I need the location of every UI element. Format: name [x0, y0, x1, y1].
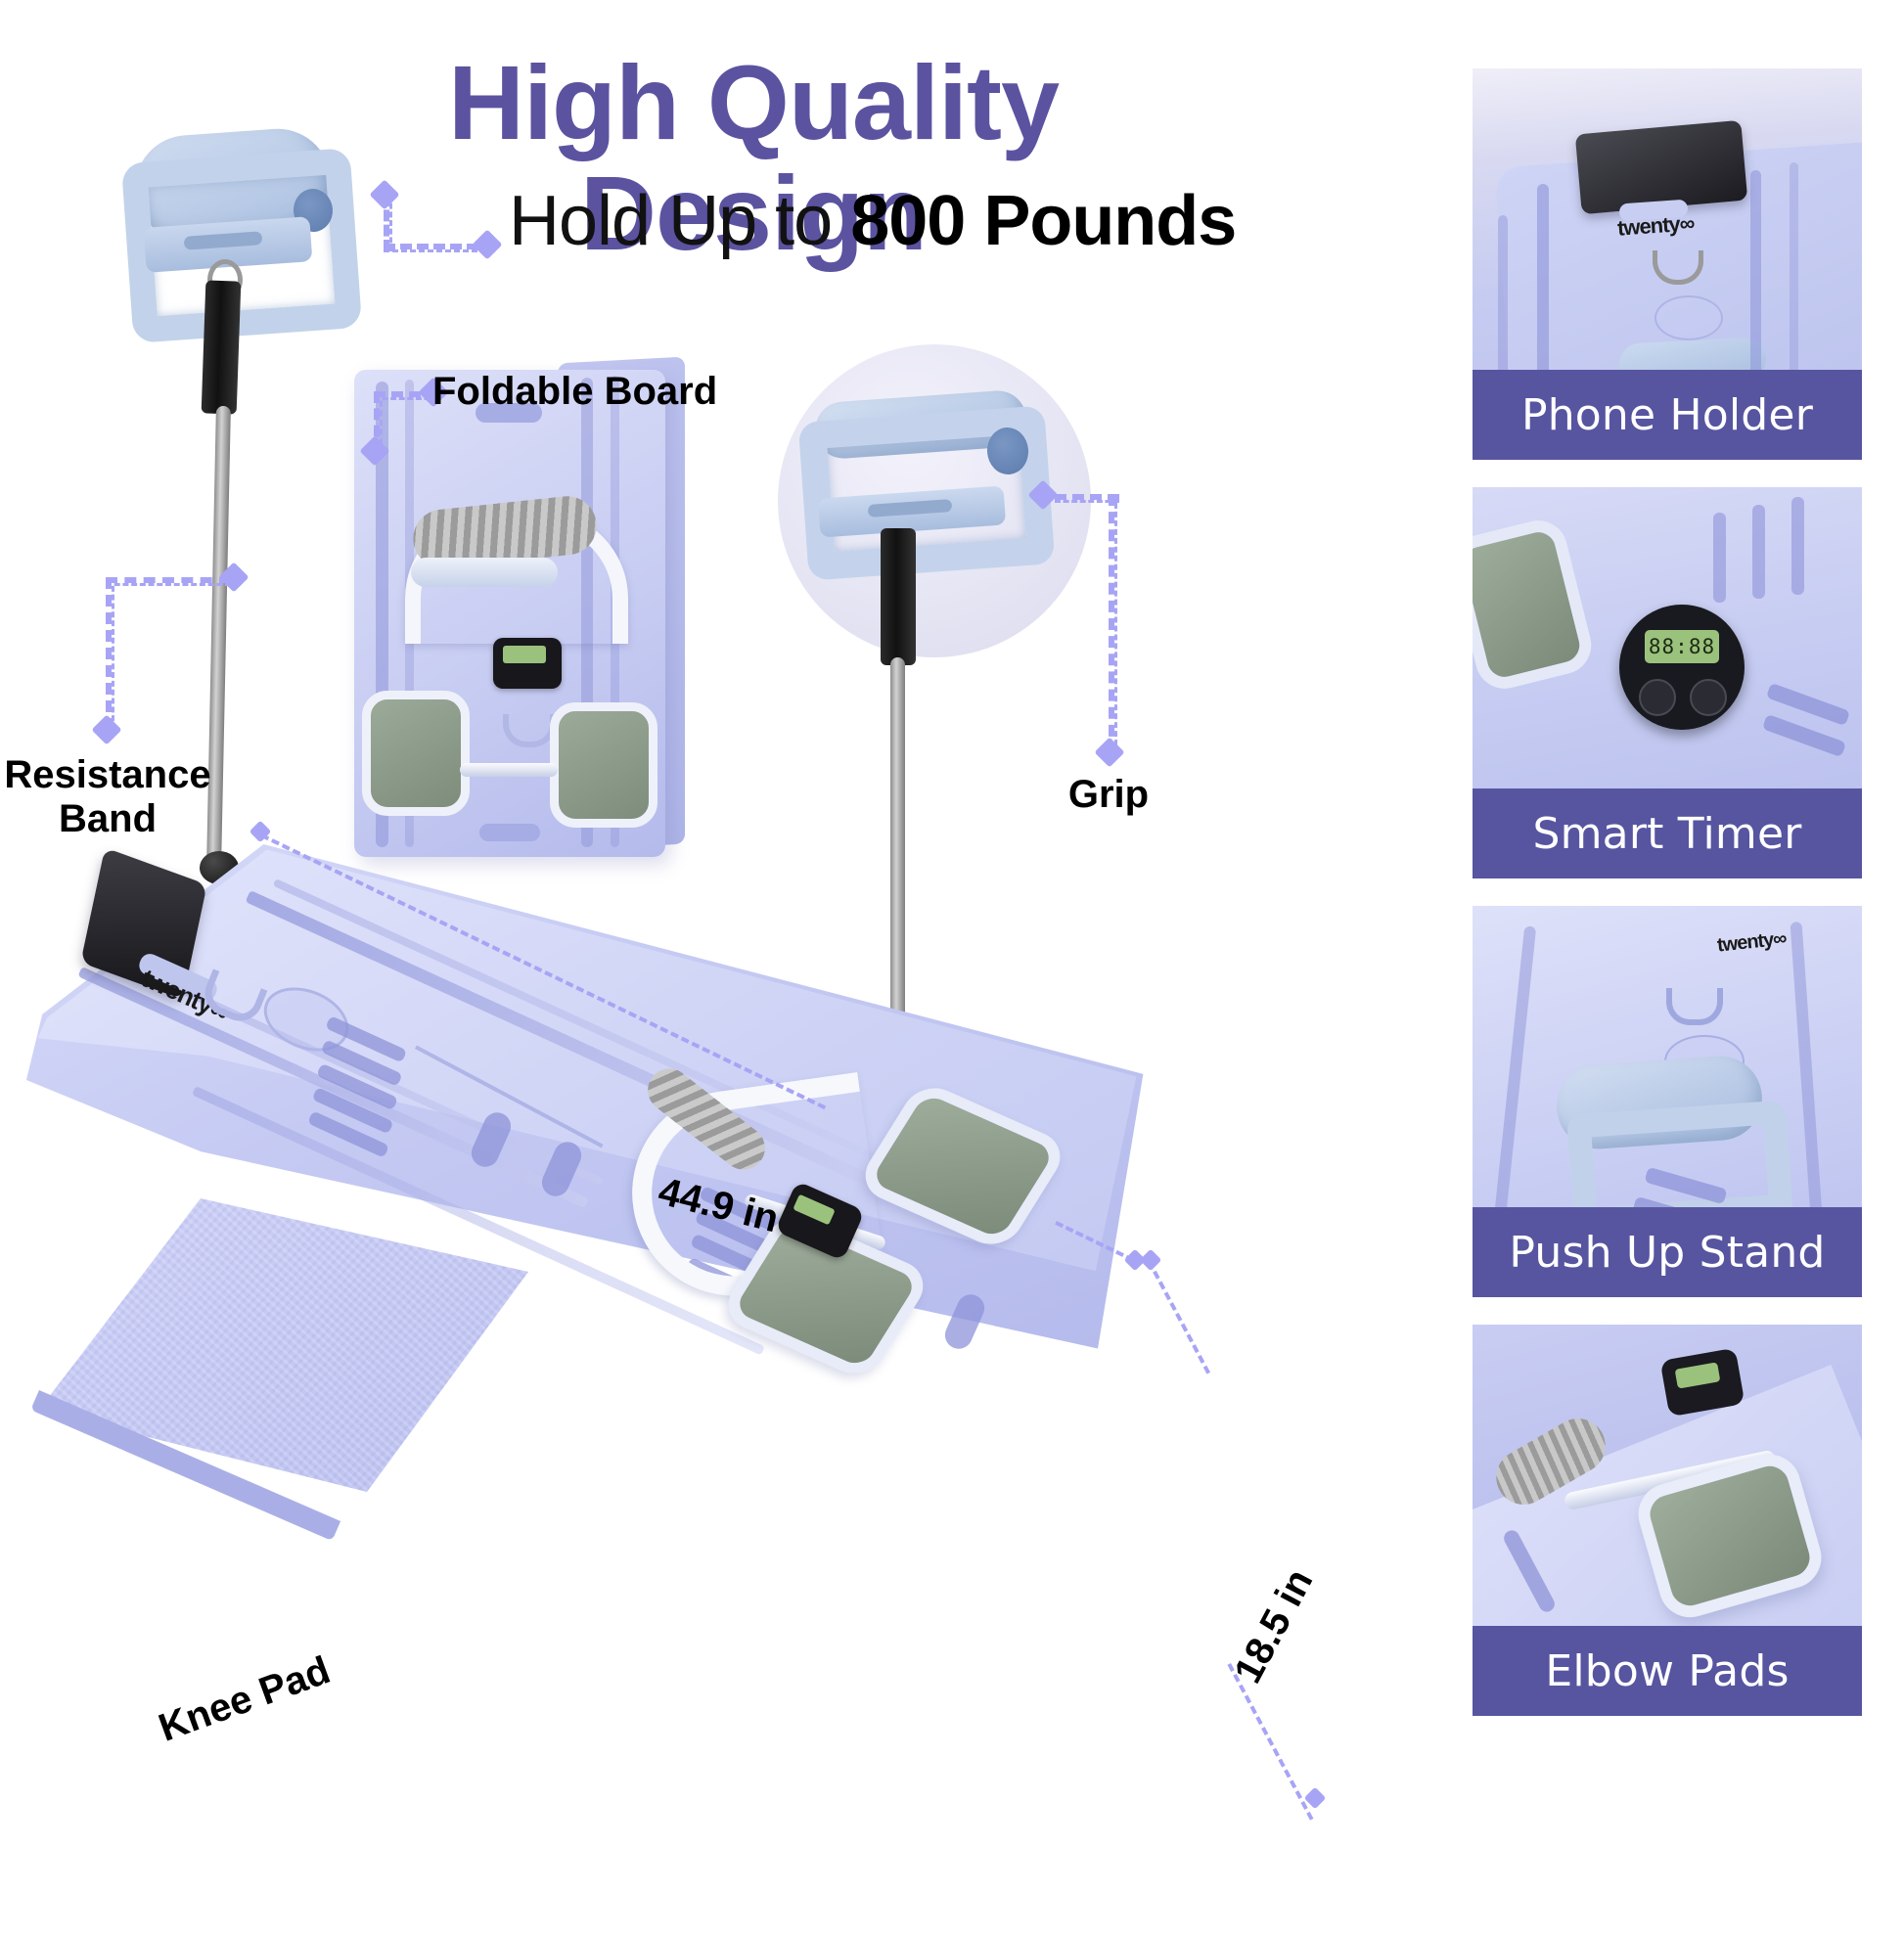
feature-card-label-bar-elbow-pads: Elbow Pads	[1473, 1626, 1862, 1716]
callout-label-foldable-board: Foldable Board	[432, 370, 718, 413]
feature-card-label-push-up-stand: Push Up Stand	[1509, 1227, 1826, 1278]
page-title: High Quality Design	[447, 43, 1060, 273]
feature-card-smart-timer[interactable]: 88:88 Smart Timer	[1473, 487, 1862, 878]
feature-card-elbow-pads[interactable]: Elbow Pads	[1473, 1325, 1862, 1716]
subtitle-prefix: Hold Up to	[509, 182, 851, 260]
callout-label-resistance-band: Resistance Band	[4, 753, 211, 840]
board-bottom-slot	[479, 824, 540, 841]
brand-mark-card-3: twenty∞	[1715, 927, 1788, 957]
feature-card-label-elbow-pads: Elbow Pads	[1545, 1645, 1790, 1696]
push-up-stand-grip-bar	[411, 558, 558, 587]
feature-card-label-bar-phone-holder: Phone Holder	[1473, 370, 1862, 460]
board-top-slot	[476, 403, 542, 423]
feature-card-label-phone-holder: Phone Holder	[1520, 389, 1813, 440]
feature-card-push-up-stand[interactable]: twenty∞ Push Up Stand	[1473, 906, 1862, 1297]
band-strap	[201, 280, 242, 415]
resistance-band-right	[861, 528, 939, 1141]
smart-timer-screen	[503, 646, 546, 663]
feature-card-label-bar-push-up-stand: Push Up Stand	[1473, 1207, 1862, 1297]
feature-card-label-smart-timer: Smart Timer	[1532, 808, 1802, 859]
callout-label-grip: Grip	[1067, 773, 1150, 816]
elbow-pad-rod	[460, 763, 558, 777]
smart-timer-readout: 88:88	[1645, 630, 1719, 663]
feature-card-phone-holder[interactable]: twenty∞ Phone Holder	[1473, 68, 1862, 460]
feature-card-list: twenty∞ Phone Holder 88:88	[1473, 68, 1862, 1743]
band-cable-right	[890, 657, 905, 1117]
brand-mark-card: twenty∞	[1616, 210, 1696, 241]
elbow-pad-left	[362, 691, 470, 816]
foldable-board-render	[354, 354, 724, 863]
knee-pad-render	[30, 1198, 528, 1542]
band-strap-right	[881, 528, 916, 665]
page-subtitle: Hold Up to 800 Pounds	[509, 181, 1237, 261]
knee-pad-texture	[39, 1198, 528, 1492]
dimension-width-value: 18.5 in	[1226, 1561, 1322, 1690]
callout-label-knee-pad: Knee Pad	[153, 1648, 337, 1750]
feature-card-label-bar-smart-timer: Smart Timer	[1473, 788, 1862, 878]
elbow-pad-right	[550, 702, 657, 828]
subtitle-highlight: 800 Pounds	[850, 182, 1237, 260]
